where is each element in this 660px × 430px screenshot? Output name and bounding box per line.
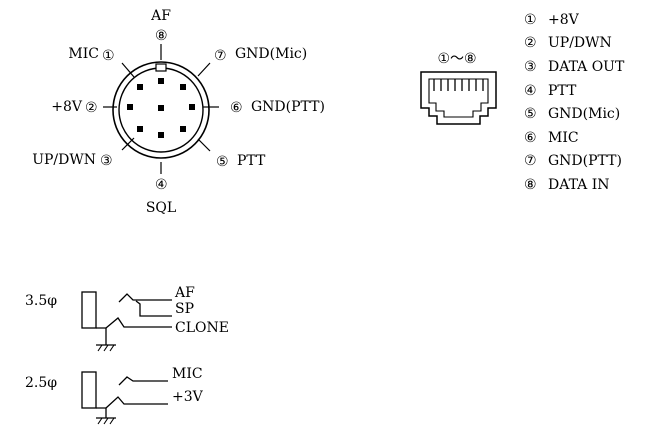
din-pin-label-7: GND(Mic): [235, 46, 307, 62]
list-item: ⑥ MIC: [524, 126, 624, 150]
din-pin-label-3: UP/DWN: [32, 152, 96, 168]
din-pin-5: [180, 126, 186, 132]
din-pin-2: [127, 104, 133, 110]
ground-symbol: [96, 417, 116, 425]
jack-3-5-sleeve-line: [105, 317, 172, 329]
din-pin-label-5: PTT: [237, 153, 266, 169]
list-item: ② UP/DWN: [524, 32, 624, 56]
din-pin-label-6: GND(PTT): [251, 99, 325, 115]
pin-label: DATA OUT: [548, 58, 625, 75]
jack-3-5-body: [81, 291, 97, 329]
jack-2-5-size: 2.5φ: [25, 375, 57, 391]
pin-number: ⑦: [524, 153, 537, 170]
pin-label: GND(PTT): [548, 153, 622, 170]
pin-label: MIC: [548, 129, 579, 146]
list-item: ① +8V: [524, 8, 624, 32]
din-pin-num-2: ②: [85, 100, 98, 116]
jack-2-5-tip-line: [118, 376, 168, 386]
modular-contacts: [433, 79, 484, 91]
din-leader-5: [197, 138, 211, 152]
din-pin-label-8: AF: [150, 8, 171, 24]
din-pin-4: [158, 132, 164, 138]
jack-3-5-sleeve-contact: [96, 327, 107, 345]
jack-3-5-size: 3.5φ: [25, 293, 57, 309]
pin-number: ①: [524, 11, 537, 28]
jack-2-5-sleeve-contact: [96, 407, 107, 418]
jack-2-5-body: [81, 371, 97, 409]
modular-jack-inner: [428, 78, 489, 118]
din-pin-6: [189, 104, 195, 110]
jack-3-5-sleeve-label: CLONE: [175, 320, 229, 336]
din-pin-center: [158, 105, 164, 111]
din-leader-7: [197, 62, 211, 77]
din-pin-num-8: ⑧: [155, 28, 168, 44]
modular-jack-outline: [420, 71, 497, 125]
din-leader-3: [121, 137, 135, 151]
pin-number: ⑥: [524, 129, 537, 146]
din-outer-ring: [112, 61, 210, 159]
pin-number: ⑧: [524, 176, 537, 193]
din-pin-1: [137, 84, 143, 90]
din-connector: ① ② ③ ④ ⑤ ⑥ ⑦ ⑧ MIC +8V UP/DWN SQL PTT G…: [32, 8, 325, 216]
din-pin-num-1: ①: [102, 48, 115, 64]
jack-3-5-tip-line: [118, 293, 172, 303]
list-item: ⑤ GND(Mic): [524, 102, 624, 126]
pin-label: +8V: [548, 11, 579, 28]
jack-3-5-ring-label: SP: [175, 301, 194, 317]
pin-label: GND(Mic): [548, 106, 621, 123]
jack-2-5-tip-label: MIC: [172, 366, 203, 382]
din-pin-num-4: ④: [155, 177, 168, 193]
jack-2-5: 2.5φ MIC +3V: [25, 366, 204, 425]
pin-number: ③: [524, 58, 537, 75]
list-item: ⑦ GND(PTT): [524, 150, 624, 174]
din-leader-1: [121, 62, 135, 78]
din-pin-7: [180, 84, 186, 90]
pin-label: UP/DWN: [548, 35, 612, 52]
pin-label: DATA IN: [548, 176, 610, 193]
din-pin-num-6: ⑥: [230, 100, 243, 116]
din-pin-label-2: +8V: [51, 99, 83, 115]
din-pin-label-4: SQL: [146, 200, 176, 216]
din-pin-num-7: ⑦: [214, 48, 227, 64]
pin-number: ④: [524, 82, 537, 99]
modular-pin-range: ①～⑧: [437, 51, 476, 67]
jack-2-5-sleeve-label: +3V: [172, 389, 204, 405]
modular-jack: ①～⑧: [420, 51, 497, 125]
din-pin-8: [158, 78, 164, 84]
din-pin-label-1: MIC: [68, 46, 99, 62]
ground-symbol: [96, 344, 116, 352]
jack-3-5-tip-label: AF: [174, 285, 195, 301]
din-pin-3: [137, 126, 143, 132]
jack-3-5-ring-line: [135, 300, 172, 317]
list-item: ⑧ DATA IN: [524, 173, 624, 197]
jack-3-5: 3.5φ AF SP CLONE: [25, 285, 229, 352]
pin-label: PTT: [548, 82, 577, 99]
din-pin-num-5: ⑤: [216, 154, 229, 170]
jack-2-5-sleeve-line: [105, 396, 168, 409]
din-pin-num-3: ③: [100, 153, 113, 169]
pin-number: ⑤: [524, 106, 537, 123]
list-item: ③ DATA OUT: [524, 55, 624, 79]
pin-number: ②: [524, 35, 537, 52]
din-key-notch: [155, 63, 167, 72]
list-item: ④ PTT: [524, 79, 624, 103]
